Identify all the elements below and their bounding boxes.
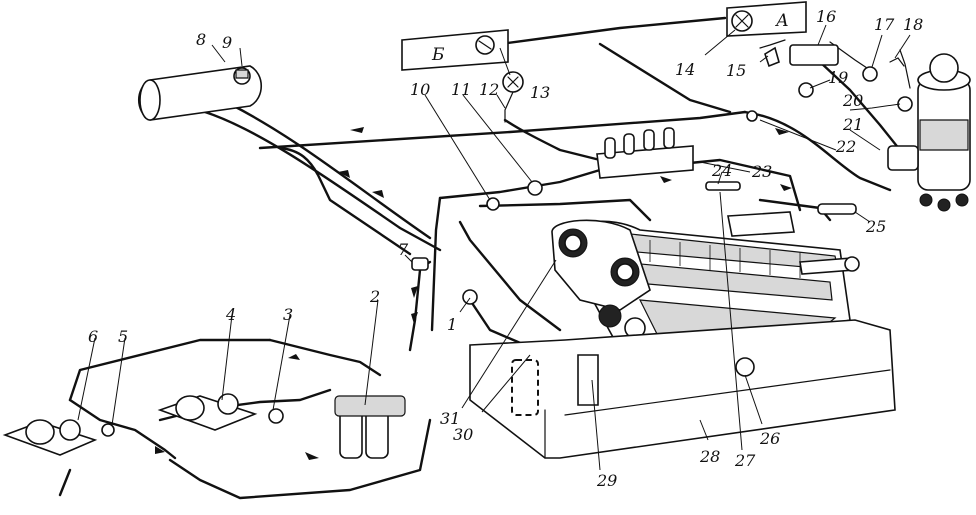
callout-28: 28: [699, 447, 720, 466]
pump-21: [887, 145, 919, 171]
gauge-13: [502, 71, 524, 123]
callout-7: 7: [398, 240, 409, 259]
callout-5: 5: [118, 327, 128, 346]
callout-18: 18: [903, 15, 923, 34]
callout-11: 11: [451, 80, 471, 99]
callout-16: 16: [816, 7, 836, 26]
callout-25: 25: [865, 217, 886, 236]
filter-25: [817, 203, 857, 215]
unit-16: [789, 44, 839, 66]
callout-3: 3: [283, 305, 293, 324]
callout-26: 26: [759, 429, 780, 448]
pump-unit-middle: [157, 393, 284, 431]
callout-19: 19: [828, 68, 848, 87]
manifold-block: [596, 127, 741, 191]
valve-17: [862, 66, 878, 82]
callout-29: 29: [596, 471, 617, 490]
callout-23: 23: [751, 162, 772, 181]
valve-11: [527, 180, 543, 196]
callout-27: 27: [734, 451, 756, 470]
callout-30: 30: [453, 425, 473, 444]
panel-b: Б: [401, 29, 509, 71]
valve-7: [411, 257, 429, 271]
panel-a: А: [726, 1, 807, 37]
callout-9: 9: [222, 33, 232, 52]
callout-12: 12: [479, 80, 499, 99]
callout-10: 10: [410, 80, 430, 99]
callout-1: 1: [447, 315, 457, 334]
callout-20: 20: [842, 91, 863, 110]
heater-unit: [917, 53, 971, 212]
callout-6: 6: [88, 327, 98, 346]
callout-4: 4: [225, 305, 236, 324]
valve-19: [798, 82, 814, 98]
callout-14: 14: [675, 60, 695, 79]
callout-17: 17: [874, 15, 895, 34]
oil-sump: [469, 319, 896, 459]
callout-24: 24: [711, 161, 732, 180]
valve-20: [897, 96, 913, 112]
panel-a-letter: А: [775, 11, 789, 31]
leader-lines: [77, 24, 911, 471]
fitting-18: [889, 57, 905, 67]
filters-2: [334, 395, 406, 459]
tank: [137, 65, 263, 121]
valve-1: [462, 289, 478, 305]
callout-labels: 1 2 3 4 5 6 7 8 9 10 11 12 13 14 15 16 1…: [88, 7, 923, 490]
callout-21: 21: [842, 115, 863, 134]
flow-arrows: [155, 127, 792, 460]
callout-8: 8: [196, 30, 206, 49]
valve-10: [486, 197, 500, 211]
callout-15: 15: [726, 61, 746, 80]
callout-22: 22: [835, 137, 856, 156]
callout-13: 13: [530, 83, 550, 102]
fitting-22: [746, 110, 758, 122]
panel-b-letter: Б: [431, 45, 445, 65]
callout-2: 2: [369, 287, 380, 306]
callout-31: 31: [440, 409, 460, 428]
valve-15: [764, 46, 780, 68]
pump-unit-left: [2, 419, 115, 456]
